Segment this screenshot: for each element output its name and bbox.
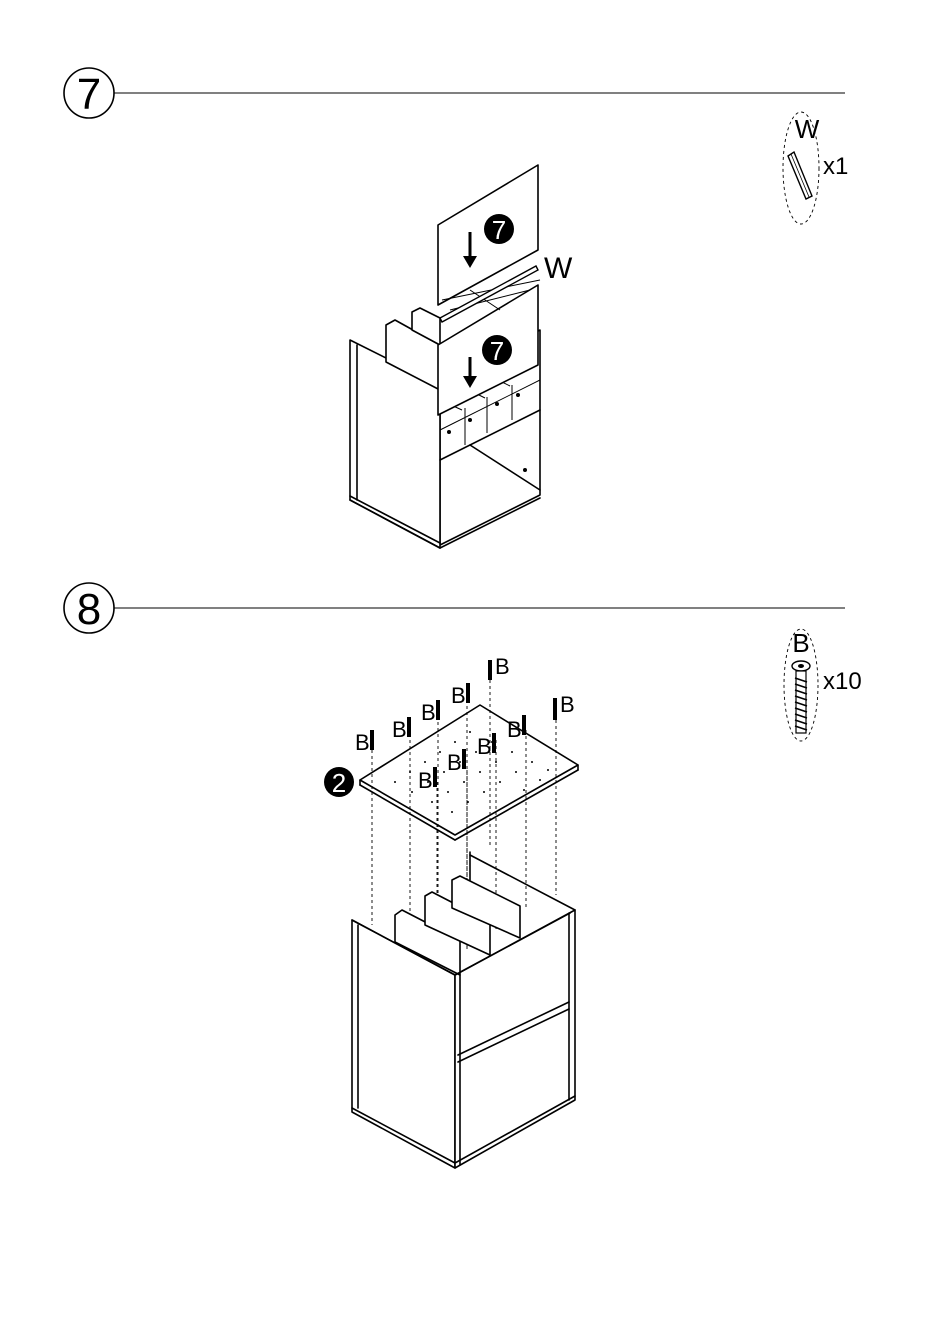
svg-text:B: B [421, 700, 436, 725]
svg-text:B: B [507, 717, 522, 742]
part-w-letter: W [795, 114, 820, 144]
dowel-rod-icon [788, 152, 812, 199]
step-8-header: 8 [64, 583, 845, 634]
svg-text:B: B [355, 730, 370, 755]
svg-text:B: B [447, 750, 462, 775]
screw-b-label: B [553, 692, 575, 720]
step-8-parts-box: B x10 [784, 628, 862, 741]
screw-b-label: B [392, 717, 411, 742]
screw-b-label: B [421, 700, 440, 725]
step-7-number: 7 [77, 70, 101, 119]
step-7-parts-box: W x1 [783, 112, 848, 224]
part-b-letter: B [792, 628, 809, 658]
step-7-cabinet-drawing: W 7 7 [350, 165, 573, 548]
step-7-label-w: W [544, 252, 573, 285]
screw-b-label: B [488, 654, 510, 680]
part-w-quantity: x1 [823, 153, 848, 180]
step-8-number: 8 [77, 585, 101, 634]
step-8-callout-panel: 2 [324, 767, 354, 798]
cam-screw-icon [792, 661, 810, 733]
screw-b-label: B [451, 683, 470, 708]
svg-text:7: 7 [492, 215, 506, 245]
svg-text:B: B [392, 717, 407, 742]
svg-text:B: B [451, 683, 466, 708]
part-b-quantity: x10 [823, 668, 862, 695]
svg-text:B: B [477, 734, 492, 759]
svg-text:2: 2 [332, 768, 346, 798]
step-7-header: 7 [64, 68, 845, 119]
svg-text:B: B [560, 692, 575, 717]
svg-text:B: B [418, 768, 433, 793]
svg-text:7: 7 [490, 336, 504, 366]
screw-b-label: B [355, 730, 374, 755]
svg-text:B: B [495, 654, 510, 679]
